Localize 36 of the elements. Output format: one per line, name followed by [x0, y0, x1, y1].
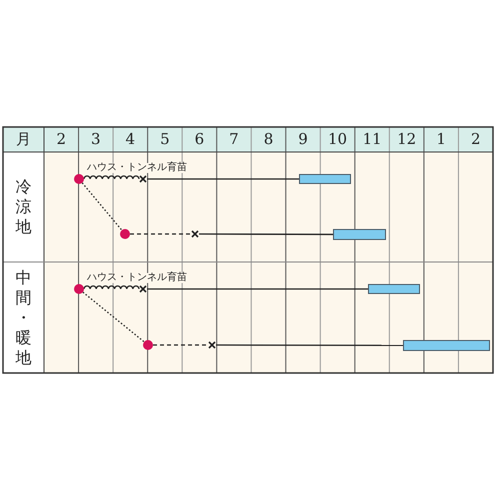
cross-mark [139, 285, 147, 293]
month-header: 1 [435, 132, 447, 147]
month-header: 10 [327, 132, 348, 147]
cross-mark [208, 341, 216, 349]
region-header: 中間・暖地 [16, 268, 32, 368]
month-header: 4 [124, 132, 136, 147]
month-header: 3 [90, 132, 102, 147]
dashed-line [153, 344, 208, 346]
cross-mark [139, 175, 147, 183]
month-header: 9 [297, 132, 309, 147]
month-header: 2 [470, 132, 482, 147]
edge-label: ハウス・トンネル育苗 [86, 163, 188, 173]
column-header: 月 [15, 132, 32, 147]
month-header: 2 [55, 132, 68, 147]
timeline-line [147, 288, 368, 290]
harvest-bar [299, 174, 351, 184]
harvest-bar [368, 284, 420, 294]
region-header: 冷涼地 [16, 177, 32, 237]
dashed-line [130, 233, 191, 235]
month-header: 12 [396, 132, 418, 147]
month-header: 11 [362, 132, 383, 147]
month-header: 6 [194, 132, 206, 147]
harvest-bar [403, 340, 490, 351]
timeline-line [199, 233, 333, 236]
cross-mark [191, 230, 199, 238]
dashed-line [82, 182, 122, 231]
wavy-line [83, 175, 140, 180]
timeline-line [147, 178, 299, 180]
timeline-line [216, 344, 403, 346]
month-header: 8 [262, 132, 274, 147]
month-header: 5 [159, 132, 171, 147]
dashed-line [82, 292, 145, 342]
wavy-line [83, 285, 140, 290]
edge-label: ハウス・トンネル育苗 [86, 273, 188, 283]
harvest-bar [333, 229, 386, 240]
month-header: 7 [228, 132, 240, 147]
